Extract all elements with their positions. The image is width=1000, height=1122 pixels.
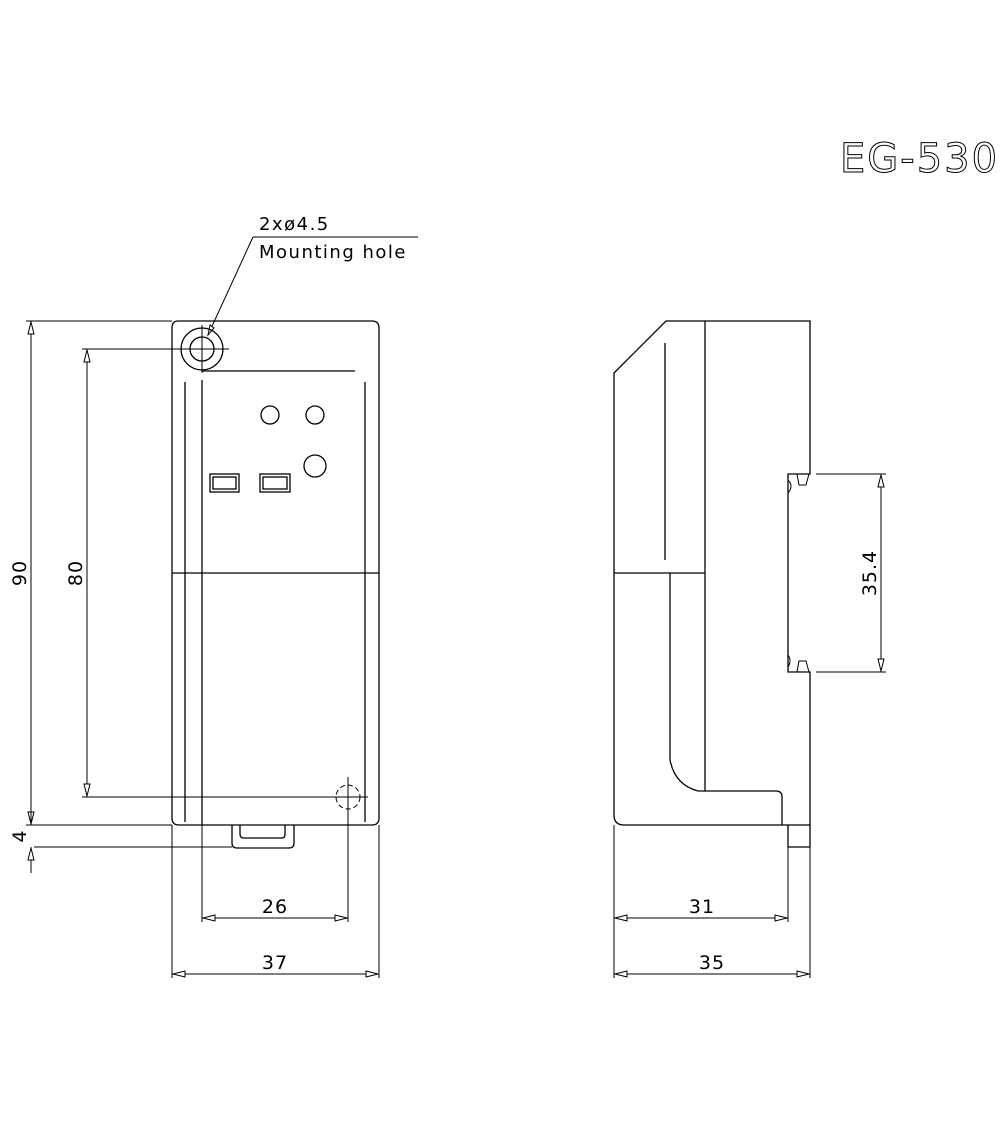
front-view: 90 80 4 26 37	[9, 320, 380, 978]
drawing-title: EG-530	[840, 136, 999, 182]
mounting-hole-top-left	[178, 325, 229, 373]
dimension-din-rail: 35.4	[859, 474, 885, 672]
indicator-led-1	[260, 405, 280, 425]
dim-35-label: 35	[699, 952, 725, 974]
dim-26-label: 26	[262, 896, 288, 918]
callout-hole-label: Mounting hole	[259, 242, 407, 263]
dimension-depth-to-rail: 31	[614, 896, 788, 922]
callout-hole-size: 2xø4.5	[259, 214, 330, 235]
side-view: 35.4 31 35	[613, 320, 886, 978]
bottom-tab	[231, 825, 295, 849]
dim-31-label: 31	[689, 896, 715, 918]
dim-35-4-label: 35.4	[859, 550, 881, 596]
switch-2	[259, 473, 291, 493]
dimension-tab-height: 4	[9, 812, 35, 873]
dim-90-label: 90	[9, 560, 31, 586]
dimension-hole-spacing-horizontal: 26	[202, 896, 348, 922]
dim-4-label: 4	[9, 829, 31, 842]
dimension-overall-height: 90	[9, 321, 35, 825]
mounting-hole-bottom-right	[328, 777, 368, 817]
mounting-hole-callout: 2xø4.5 Mounting hole	[207, 214, 418, 337]
dimension-overall-width: 37	[172, 952, 379, 978]
dimension-hole-spacing-vertical: 80	[65, 349, 91, 797]
switch-1	[209, 473, 240, 493]
indicator-led-3	[303, 454, 327, 478]
front-body-outline	[171, 320, 380, 826]
dimension-overall-depth: 35	[614, 952, 810, 978]
dim-80-label: 80	[65, 560, 87, 586]
indicator-led-2	[305, 405, 325, 425]
side-body-outline	[613, 320, 811, 826]
dim-37-label: 37	[262, 952, 288, 974]
